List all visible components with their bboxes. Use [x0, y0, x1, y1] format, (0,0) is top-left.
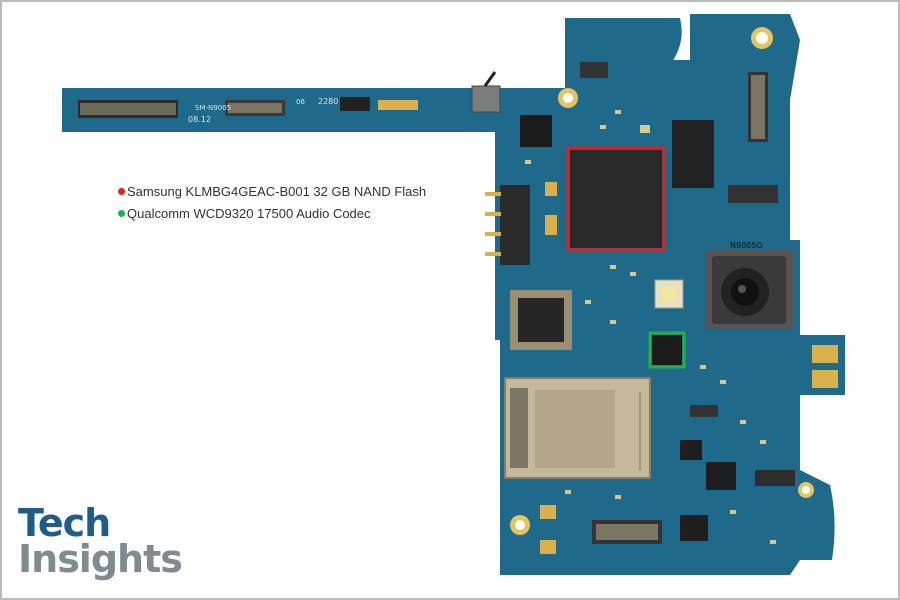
board-model-marking: SM-N9005 — [195, 104, 231, 112]
board-date-marking: 08.12 — [188, 115, 211, 124]
board-code-marking: 2280 — [318, 97, 338, 106]
legend-label-codec: Qualcomm WCD9320 17500 Audio Codec — [127, 205, 371, 221]
techinsights-logo: Tech Insights — [18, 501, 183, 581]
red-dot-icon — [118, 187, 125, 195]
board-rev-marking: 06 — [296, 98, 305, 106]
nand-flash-highlight-box — [566, 146, 666, 252]
legend-label-nand: Samsung KLMBG4GEAC-B001 32 GB NAND Flash — [127, 183, 427, 199]
component-legend: Samsung KLMBG4GEAC-B001 32 GB NAND Flash… — [118, 180, 426, 224]
legend-item-nand: Samsung KLMBG4GEAC-B001 32 GB NAND Flash — [118, 180, 426, 202]
audio-codec-highlight-box — [648, 331, 686, 369]
legend-item-codec: Qualcomm WCD9320 17500 Audio Codec — [118, 202, 426, 224]
green-dot-icon — [118, 209, 125, 217]
camera-marking: N9005O — [730, 241, 763, 250]
nand-flash-chip — [570, 150, 662, 248]
logo-line-tech: Tech — [18, 501, 111, 545]
audio-codec-chip — [652, 335, 682, 365]
logo-line-insights: Insights — [18, 537, 183, 581]
